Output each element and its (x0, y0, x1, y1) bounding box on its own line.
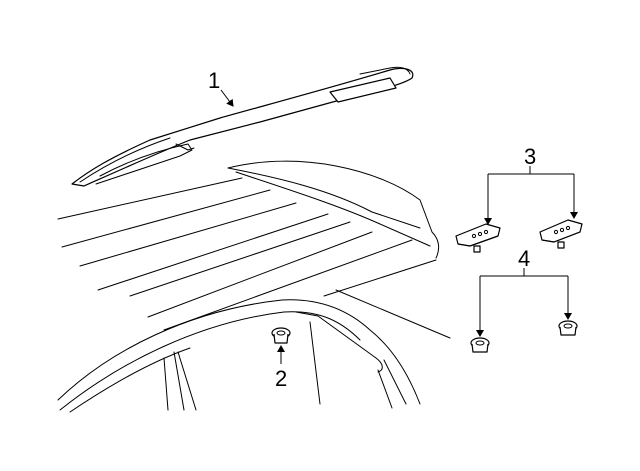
rail-mount-cover-right[interactable] (539, 219, 583, 249)
retainer-nut-left[interactable] (470, 337, 490, 353)
callout-1: 1 (208, 68, 220, 93)
clip-part[interactable] (271, 327, 291, 344)
roof-rail-part[interactable] (71, 66, 414, 187)
callout-4: 4 (518, 246, 530, 271)
rail-mount-cover-left[interactable] (455, 223, 501, 253)
retainer-nut-right[interactable] (558, 320, 578, 336)
vehicle-roof-body (57, 160, 451, 413)
callout-2: 2 (275, 366, 287, 391)
callout-3: 3 (524, 144, 536, 169)
leader-lines (220, 89, 578, 364)
